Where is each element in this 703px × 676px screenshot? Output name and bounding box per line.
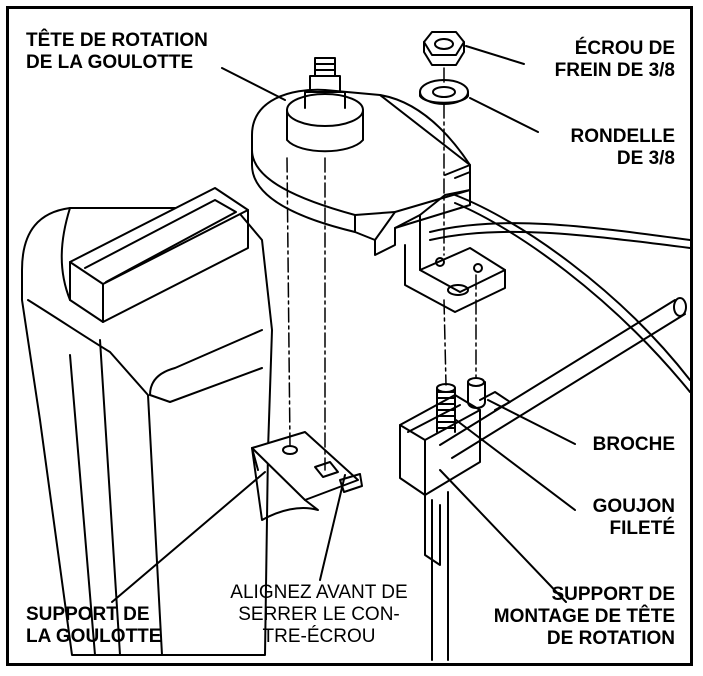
label-line: ÉCROU DE xyxy=(574,38,675,59)
washer xyxy=(419,79,469,105)
label-line: MONTAGE DE TÊTE xyxy=(493,606,675,627)
label-line: LA GOULOTTE xyxy=(26,626,162,647)
label-chute-bracket: SUPPORT DE LA GOULOTTE xyxy=(26,604,161,648)
label-line: BROCHE xyxy=(592,434,675,455)
label-line: DE LA GOULOTTE xyxy=(26,52,194,73)
label-pin: BROCHE xyxy=(593,434,675,456)
leader-lines xyxy=(111,45,576,603)
label-line: DE ROTATION xyxy=(546,628,675,649)
rotation-head xyxy=(251,57,471,256)
label-line: DE 3/8 xyxy=(616,148,675,169)
label-line: SUPPORT DE xyxy=(551,584,675,605)
label-line: TRE-ÉCROU xyxy=(262,626,376,647)
label-line: GOUJON xyxy=(592,496,675,517)
lock-nut xyxy=(423,31,465,66)
label-threaded-stud: GOUJON FILETÉ xyxy=(593,496,675,540)
label-mounting-bracket: SUPPORT DE MONTAGE DE TÊTE DE ROTATION xyxy=(494,584,675,650)
label-washer: RONDELLE DE 3/8 xyxy=(571,126,676,170)
label-line: ALIGNEZ AVANT DE xyxy=(230,582,408,603)
label-rotation-head: TÊTE DE ROTATION DE LA GOULOTTE xyxy=(26,30,208,74)
chute-body xyxy=(21,187,273,656)
label-lock-nut: ÉCROU DE FREIN DE 3/8 xyxy=(555,38,675,82)
label-line: SUPPORT DE xyxy=(26,604,150,625)
control-cables xyxy=(429,194,691,393)
chute-bracket xyxy=(251,431,363,521)
label-line: FREIN DE 3/8 xyxy=(554,60,675,81)
label-line: FILETÉ xyxy=(609,518,675,539)
label-line: SERRER LE CON- xyxy=(238,604,400,625)
mounting-bracket xyxy=(399,297,687,661)
label-line: TÊTE DE ROTATION xyxy=(26,30,208,51)
alignment-lines xyxy=(286,67,477,471)
diagram-border xyxy=(6,6,693,666)
head-lower-bracket xyxy=(394,189,506,313)
label-line: RONDELLE xyxy=(570,126,676,147)
label-align-note: ALIGNEZ AVANT DE SERRER LE CON- TRE-ÉCRO… xyxy=(214,582,424,648)
